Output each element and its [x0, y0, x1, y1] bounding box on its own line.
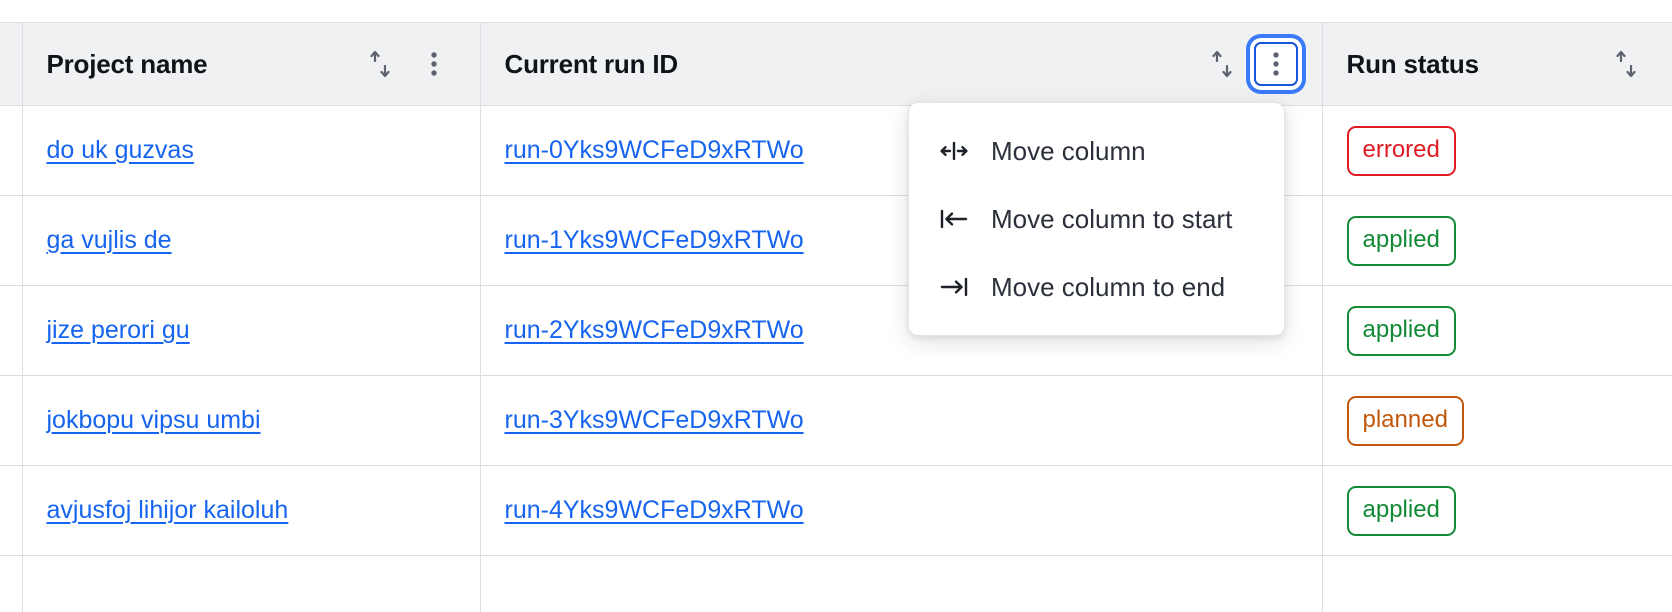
run-id-link[interactable]: run-2Yks9WCFeD9xRTWo: [504, 316, 804, 344]
status-badge: applied: [1346, 215, 1456, 266]
column-header-run-status: Run status: [1322, 22, 1672, 106]
cell-run-status: applied: [1322, 465, 1672, 556]
kebab-menu-icon-current-run-id[interactable]: [1253, 42, 1298, 86]
table-row: ga vujlis de run-1Yks9WCFeD9xRTWo applie…: [0, 195, 1672, 286]
cell-project-name: [22, 555, 481, 612]
menu-item-label: Move column: [991, 135, 1146, 166]
column-header-current-run-id: Current run ID: [480, 22, 1323, 106]
status-badge: errored: [1346, 125, 1456, 176]
table-header: Project name: [0, 22, 1672, 106]
table-row: do uk guzvas run-0Yks9WCFeD9xRTWo errore…: [0, 105, 1672, 196]
row-select-cell[interactable]: [0, 465, 23, 556]
row-select-cell[interactable]: [0, 105, 23, 196]
project-name-link[interactable]: ga vujlis de: [46, 226, 172, 254]
column-header-label-current-run-id: Current run ID: [504, 48, 679, 79]
move-column-icon: [939, 136, 969, 166]
table-row-partial: [0, 555, 1672, 612]
cell-project-name: jize perori gu: [22, 285, 481, 376]
row-select-cell[interactable]: [0, 375, 23, 466]
run-id-link[interactable]: run-1Yks9WCFeD9xRTWo: [504, 226, 804, 254]
cell-project-name: avjusfoj lihijor kailoluh: [22, 465, 481, 556]
status-badge: planned: [1346, 395, 1464, 446]
cell-run-status: [1322, 555, 1672, 612]
cell-current-run-id: run-4Yks9WCFeD9xRTWo: [480, 465, 1323, 556]
column-header-actions-project-name: [358, 42, 456, 86]
projects-table: Project name: [0, 22, 1672, 612]
project-name-link[interactable]: jokbopu vipsu umbi: [46, 406, 261, 434]
column-header-actions-current-run-id: [1200, 42, 1298, 86]
row-select-cell[interactable]: [0, 555, 23, 612]
cell-project-name: do uk guzvas: [22, 105, 481, 196]
sort-arrows-icon-run-status[interactable]: [1604, 42, 1648, 86]
column-header-project-name: Project name: [22, 22, 481, 106]
run-id-link[interactable]: run-0Yks9WCFeD9xRTWo: [504, 136, 804, 164]
table-row: jize perori gu run-2Yks9WCFeD9xRTWo appl…: [0, 285, 1672, 376]
project-name-link[interactable]: avjusfoj lihijor kailoluh: [46, 496, 289, 524]
move-column-to-end-icon: [939, 272, 969, 302]
column-options-menu: Move column Move column to start Move co…: [908, 102, 1285, 336]
menu-item-move-column-to-end[interactable]: Move column to end: [909, 253, 1284, 321]
column-header-select: [0, 22, 23, 106]
menu-item-label: Move column to end: [991, 271, 1226, 302]
table-row: jokbopu vipsu umbi run-3Yks9WCFeD9xRTWo …: [0, 375, 1672, 466]
column-header-label-project-name: Project name: [46, 48, 208, 79]
projects-table-container: Project name: [0, 22, 1672, 612]
move-column-to-start-icon: [939, 204, 969, 234]
run-id-link[interactable]: run-3Yks9WCFeD9xRTWo: [504, 406, 804, 434]
cell-current-run-id: run-3Yks9WCFeD9xRTWo: [480, 375, 1323, 466]
menu-item-move-column[interactable]: Move column: [909, 117, 1284, 185]
table-header-row: Project name: [0, 22, 1672, 106]
cell-current-run-id: [480, 555, 1323, 612]
project-name-link[interactable]: jize perori gu: [46, 316, 190, 344]
cell-run-status: errored: [1322, 105, 1672, 196]
row-select-cell[interactable]: [0, 195, 23, 286]
sort-arrows-icon-project-name[interactable]: [358, 42, 402, 86]
row-select-cell[interactable]: [0, 285, 23, 376]
cell-project-name: ga vujlis de: [22, 195, 481, 286]
run-id-link[interactable]: run-4Yks9WCFeD9xRTWo: [504, 496, 804, 524]
table-body: do uk guzvas run-0Yks9WCFeD9xRTWo errore…: [0, 105, 1672, 612]
status-badge: applied: [1346, 485, 1456, 536]
cell-run-status: applied: [1322, 195, 1672, 286]
cell-project-name: jokbopu vipsu umbi: [22, 375, 481, 466]
project-name-link[interactable]: do uk guzvas: [46, 136, 194, 164]
status-badge: applied: [1346, 305, 1456, 356]
cell-run-status: applied: [1322, 285, 1672, 376]
menu-item-label: Move column to start: [991, 203, 1233, 234]
kebab-menu-icon-project-name[interactable]: [412, 42, 456, 86]
table-row: avjusfoj lihijor kailoluh run-4Yks9WCFeD…: [0, 465, 1672, 556]
menu-item-move-column-to-start[interactable]: Move column to start: [909, 185, 1284, 253]
column-header-actions-run-status: [1604, 42, 1648, 86]
column-header-label-run-status: Run status: [1346, 48, 1480, 79]
cell-run-status: planned: [1322, 375, 1672, 466]
sort-arrows-icon-current-run-id[interactable]: [1200, 42, 1244, 86]
